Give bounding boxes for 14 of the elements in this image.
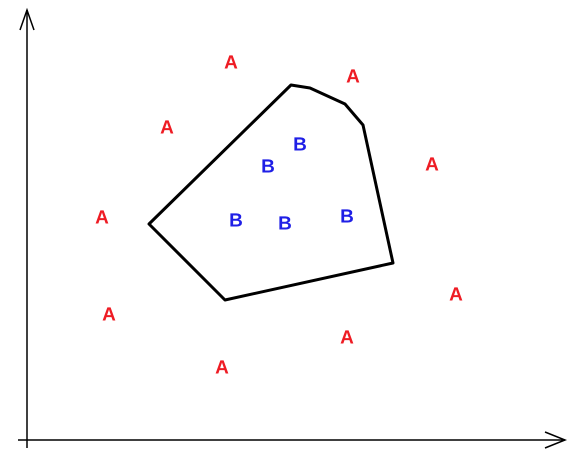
point-label: A <box>449 286 463 304</box>
point-label: A <box>215 358 229 378</box>
point-label: B <box>229 212 243 230</box>
point-label: B <box>278 214 292 234</box>
point-label: A <box>95 208 109 228</box>
point-label: A <box>102 306 116 324</box>
point-label: B <box>261 158 275 176</box>
point-label: B <box>293 136 307 154</box>
point-label: A <box>340 328 354 348</box>
point-label: A <box>160 118 174 138</box>
point-label: A <box>224 54 238 72</box>
point-label: A <box>346 68 360 86</box>
point-label: A <box>425 156 439 174</box>
point-label: B <box>340 208 354 226</box>
